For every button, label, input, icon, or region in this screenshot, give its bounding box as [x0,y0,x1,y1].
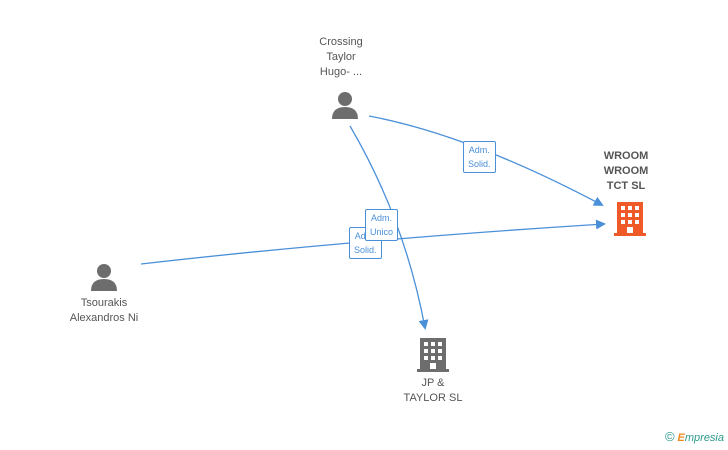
brand-name: mpresia [684,432,724,444]
person-icon[interactable] [89,262,119,292]
building-icon[interactable] [417,336,449,372]
brand-initial: E [677,432,685,444]
building-icon[interactable] [614,200,646,236]
node-label-jp-taylor[interactable]: JP & TAYLOR SL [403,377,463,404]
person-icon[interactable] [330,90,360,120]
edge-label-crossing-wroom: Adm. Solid. [463,141,496,173]
node-label-tsourakis[interactable]: Tsourakis Alexandros Ni [69,297,139,324]
copyright-symbol: © [664,429,675,444]
node-label-wroom[interactable]: WROOM WROOM TCT SL [603,150,649,192]
node-label-crossing[interactable]: Crossing Taylor Hugo- ... [319,36,363,78]
empresia-watermark: ©Empresia [665,429,724,444]
edge-label-crossing-jp: Adm. Unico [365,209,399,241]
